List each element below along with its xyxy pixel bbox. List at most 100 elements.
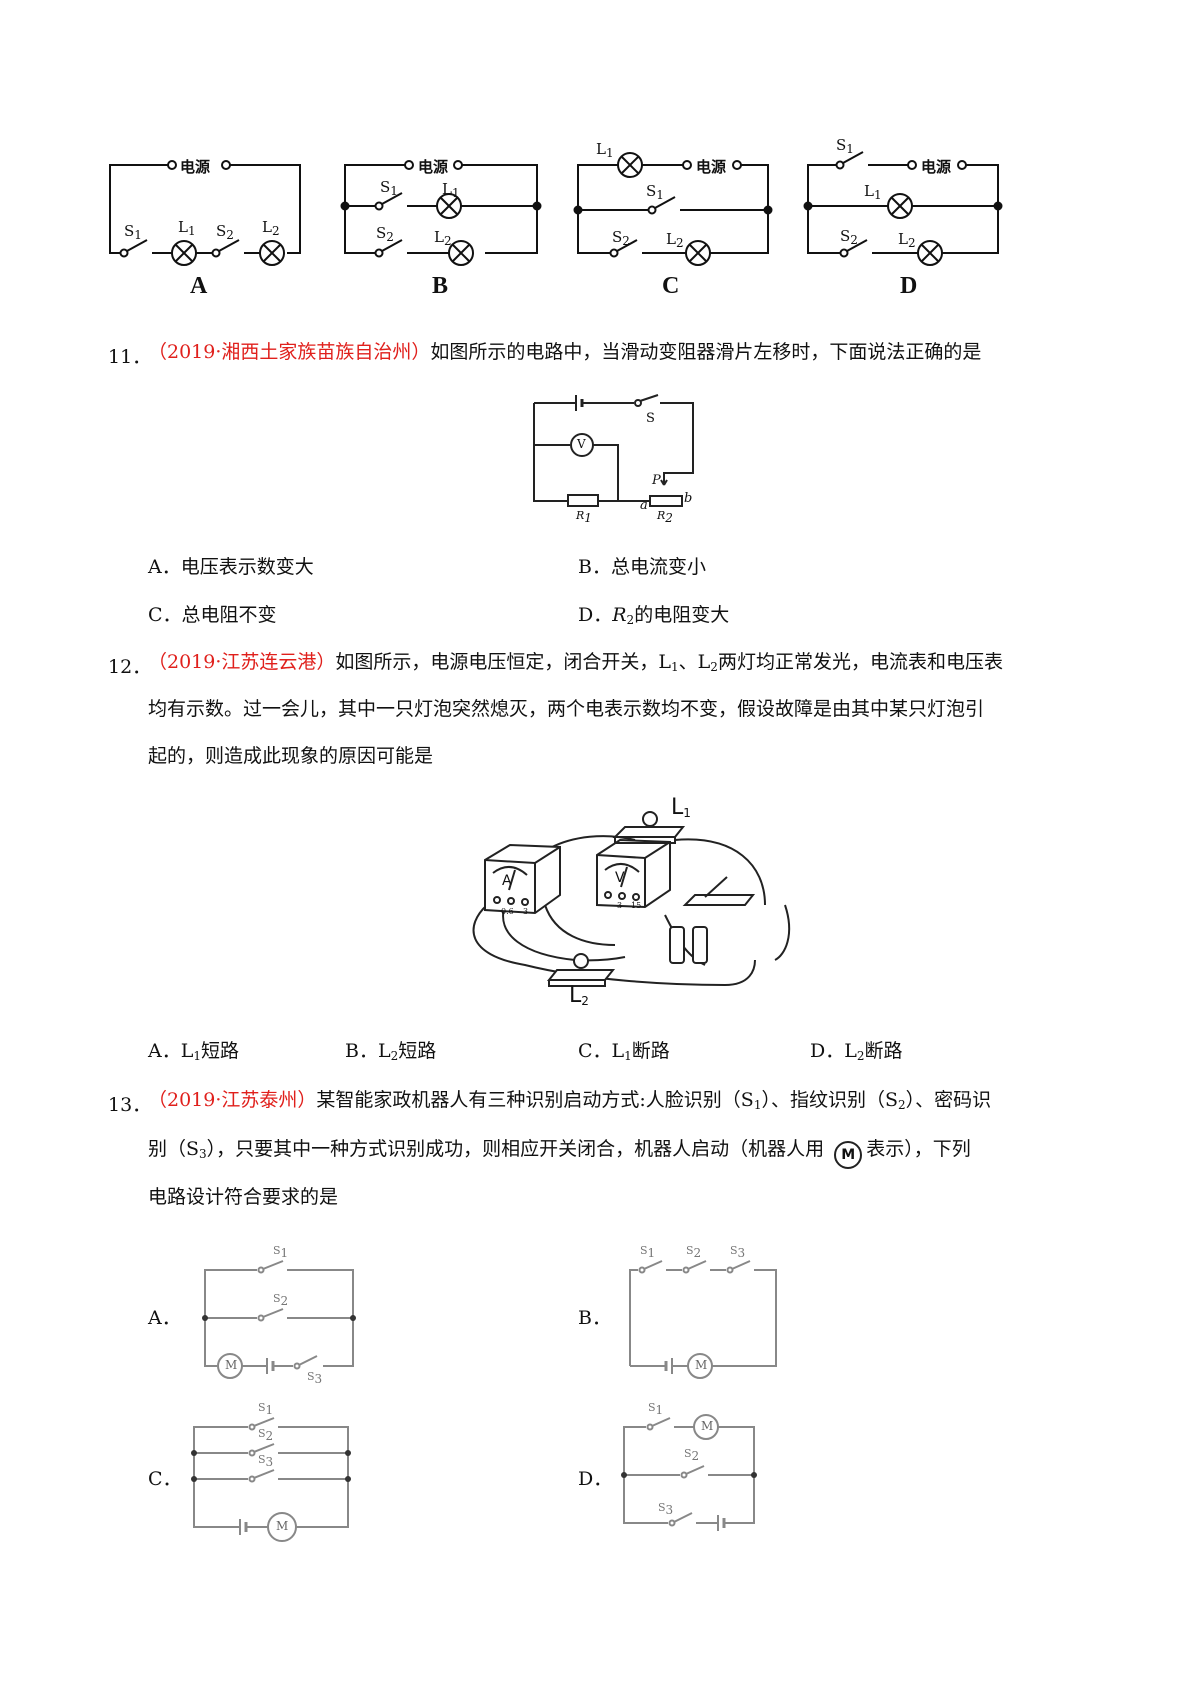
q12-fig-a-terminal-2: 3: [523, 907, 529, 916]
circuit-options-svg: [109, 151, 1003, 266]
diagram-letter-a: A: [190, 273, 208, 299]
q11-option-d[interactable]: D．R2的电阻变大: [578, 604, 730, 627]
q11-option-b[interactable]: B．总电流变小: [578, 556, 706, 578]
circuit-d: [803, 151, 1003, 266]
circuit-options-figure: 电源 电源 电源 电源 S1 L1 S2 L2 S1 L1 S2 L2 L1 S…: [100, 130, 1100, 310]
q12-fig-l2: L2: [569, 983, 589, 1008]
q13-a-s3: S3: [307, 1370, 323, 1386]
q11-option-c[interactable]: C．总电阻不变: [148, 604, 277, 626]
diagram-letter-c: C: [662, 273, 680, 299]
q12-stem-line-1: （2019·江苏连云港）如图所示，电源电压恒定，闭合开关，L1、L2两灯均正常发…: [148, 651, 1003, 674]
label-a-l2: L2: [262, 218, 280, 238]
q11-stem-line: （2019·湘西土家族苗族自治州）如图所示的电路中，当滑动变阻器滑片左移时，下面…: [148, 337, 981, 367]
q13-option-a[interactable]: A．: [148, 1307, 181, 1329]
q12-fig-l1: L1: [671, 795, 691, 820]
q11-circuit-svg: [533, 394, 694, 507]
power-label-d: 电源: [921, 158, 952, 176]
circuit-c: [573, 152, 773, 266]
circuit-a: [109, 160, 301, 266]
motor-symbol-icon: M: [834, 1141, 863, 1169]
q13-circuit-a-svg: [202, 1260, 356, 1379]
q11-fig-s: S: [646, 411, 655, 426]
label-d-l1: L1: [864, 182, 882, 202]
q11-circuit-figure: S V P a b R1 R2: [530, 393, 730, 528]
q11-source: （2019·湘西土家族苗族自治州）: [148, 341, 431, 363]
q12-fig-v-terminal-2: 15: [631, 901, 642, 910]
q13-circuit-d-svg: [621, 1414, 757, 1531]
q13-a-s1: S1: [273, 1244, 289, 1260]
q13-c-s1: S1: [258, 1401, 274, 1417]
q13-b-motor: M: [695, 1358, 708, 1372]
label-d-s1: S1: [836, 136, 854, 156]
q11-stem: 如图所示的电路中，当滑动变阻器滑片左移时，下面说法正确的是: [430, 341, 982, 363]
q11-fig-a: a: [640, 498, 648, 513]
q13-c-s2: S2: [258, 1427, 274, 1443]
label-c-s1: S1: [646, 182, 664, 202]
q13-option-b[interactable]: B．: [578, 1307, 611, 1329]
q11-fig-b: b: [684, 491, 693, 506]
label-c-s2: S2: [612, 228, 630, 248]
q11-fig-p: P: [652, 473, 661, 488]
q13-a-motor: M: [225, 1358, 238, 1372]
q12-apparatus-figure: L1 L2 A V 0.6 3 3 15: [465, 795, 795, 1008]
q13-d-s2: S2: [684, 1447, 700, 1463]
q13-circuit-c: S1 S2 S3 M: [188, 1401, 363, 1550]
diagram-letter-d: D: [900, 273, 918, 299]
q13-c-motor: M: [276, 1519, 289, 1533]
q13-d-s1: S1: [648, 1401, 664, 1417]
label-c-l2: L2: [666, 230, 684, 250]
label-b-l1: L1: [442, 180, 460, 200]
q12-fig-a-terminal-1: 0.6: [501, 907, 514, 916]
q11-number: 11．: [108, 346, 152, 368]
q11-fig-r2: R2: [657, 509, 673, 525]
q13-circuit-a: S1 S2 S3 M: [195, 1244, 365, 1388]
q12-fig-v-terminal-1: 3: [617, 901, 623, 910]
q12-stem-line-2: 均有示数。过一会儿，其中一只灯泡突然熄灭，两个电表示数均不变，假设故障是由其中某…: [148, 698, 985, 720]
label-b-s1: S1: [380, 178, 398, 198]
q12-fig-voltmeter-label: V: [615, 870, 625, 886]
q13-c-s3: S3: [258, 1453, 274, 1469]
q13-b-s2: S2: [686, 1244, 702, 1260]
label-c-l1: L1: [596, 140, 614, 160]
q12-option-c[interactable]: C．L1断路: [578, 1040, 670, 1063]
q12-source: （2019·江苏连云港）: [148, 651, 336, 673]
q13-d-motor: M: [701, 1419, 714, 1433]
power-label-b: 电源: [418, 158, 449, 176]
diagram-letter-b: B: [432, 273, 449, 299]
power-label-c: 电源: [696, 158, 727, 176]
q12-option-d[interactable]: D．L2断路: [810, 1040, 903, 1063]
label-b-s2: S2: [376, 224, 394, 244]
label-a-s1: S1: [124, 222, 142, 242]
q12-number: 12．: [108, 656, 152, 678]
label-a-l1: L1: [178, 218, 196, 238]
q12-apparatus-svg: [472, 811, 791, 987]
label-d-s2: S2: [840, 227, 858, 247]
q13-d-s3: S3: [658, 1501, 674, 1517]
q13-circuit-b: S1 S2 S3 M: [620, 1244, 790, 1388]
q13-source: （2019·江苏泰州）: [148, 1089, 317, 1111]
q13-circuit-c-svg: [191, 1417, 351, 1542]
q12-option-b[interactable]: B．L2短路: [345, 1040, 437, 1063]
q11-option-a[interactable]: A．电压表示数变大: [148, 556, 314, 578]
q12-fig-ammeter-label: A: [502, 873, 512, 889]
q13-circuit-b-svg: [629, 1260, 777, 1379]
q13-b-s3: S3: [730, 1244, 746, 1260]
q13-option-c[interactable]: C．: [148, 1468, 182, 1490]
q13-stem-line-3: 电路设计符合要求的是: [148, 1186, 339, 1208]
label-b-l2: L2: [434, 228, 452, 248]
label-d-l2: L2: [898, 230, 916, 250]
label-a-s2: S2: [216, 222, 234, 242]
q13-option-d[interactable]: D．: [578, 1468, 613, 1490]
q11-fig-v: V: [577, 437, 586, 451]
q12-option-a[interactable]: A．L1短路: [148, 1040, 239, 1063]
q13-number: 13．: [108, 1094, 152, 1116]
q12-stem-line-3: 起的，则造成此现象的原因可能是: [148, 745, 434, 767]
q11-fig-r1: R1: [576, 509, 592, 525]
q13-stem-line-1: （2019·江苏泰州）某智能家政机器人有三种识别启动方式:人脸识别（S1）、指纹…: [148, 1089, 992, 1112]
circuit-b: [340, 160, 542, 266]
power-label-a: 电源: [180, 158, 211, 176]
q13-b-s1: S1: [640, 1244, 656, 1260]
q13-circuit-d: S1 S2 S3 M: [618, 1401, 783, 1550]
q13-a-s2: S2: [273, 1292, 289, 1308]
